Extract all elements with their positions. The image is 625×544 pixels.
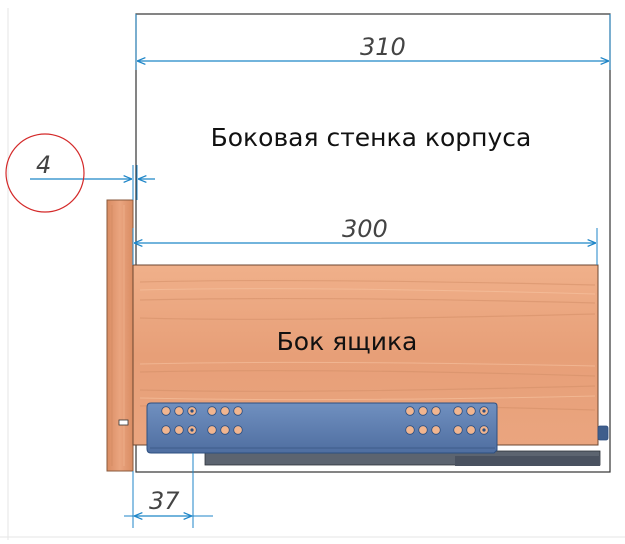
runner-hole xyxy=(466,406,476,416)
runner-hole xyxy=(161,425,171,435)
drawer-side-label: Бок ящика xyxy=(277,327,418,356)
runner-hole xyxy=(453,406,463,416)
runner-hole xyxy=(431,406,441,416)
runner-end-stop xyxy=(597,425,609,441)
wood-grain-line xyxy=(139,279,596,286)
runner-hole xyxy=(174,406,184,416)
highlight-circle xyxy=(5,133,85,213)
runner-hole xyxy=(220,406,230,416)
dim-300-value: 300 xyxy=(342,215,388,243)
runner-rail-end xyxy=(455,456,600,466)
runner-hole xyxy=(161,406,171,416)
runner-screw xyxy=(190,409,194,413)
runner-plate xyxy=(146,402,498,454)
runner-hole xyxy=(418,406,428,416)
wood-grain-line xyxy=(139,395,596,401)
runner-hole xyxy=(207,425,217,435)
runner-screw xyxy=(482,428,486,432)
wood-grain-line xyxy=(139,370,596,377)
wood-grain-line xyxy=(139,297,596,304)
wood-grain-light xyxy=(139,288,596,401)
wood-grain-line xyxy=(139,288,596,295)
dim-4-value: 4 xyxy=(36,151,51,179)
wood-grain-line xyxy=(139,313,596,320)
runner-hole xyxy=(174,425,184,435)
runner-screw xyxy=(190,428,194,432)
wood-grain-line xyxy=(139,385,596,392)
runner-hole xyxy=(233,406,243,416)
runner-hole xyxy=(207,406,217,416)
runner-hole xyxy=(405,425,415,435)
runner-hole xyxy=(431,425,441,435)
wood-grain-line xyxy=(139,361,596,367)
front-fixing-bracket xyxy=(118,419,129,426)
runner-screw xyxy=(482,409,486,413)
cabinet-side-label: Боковая стенка корпуса xyxy=(211,123,532,152)
runner-hole xyxy=(220,425,230,435)
dim-310-value: 310 xyxy=(360,33,406,61)
drawer-front-panel xyxy=(106,199,134,472)
dim-37-value: 37 xyxy=(149,487,180,515)
runner-hole xyxy=(405,406,415,416)
runner-hole xyxy=(418,425,428,435)
runner-holes xyxy=(161,406,489,435)
runner-hole xyxy=(453,425,463,435)
runner-hole xyxy=(233,425,243,435)
runner-hole xyxy=(466,425,476,435)
